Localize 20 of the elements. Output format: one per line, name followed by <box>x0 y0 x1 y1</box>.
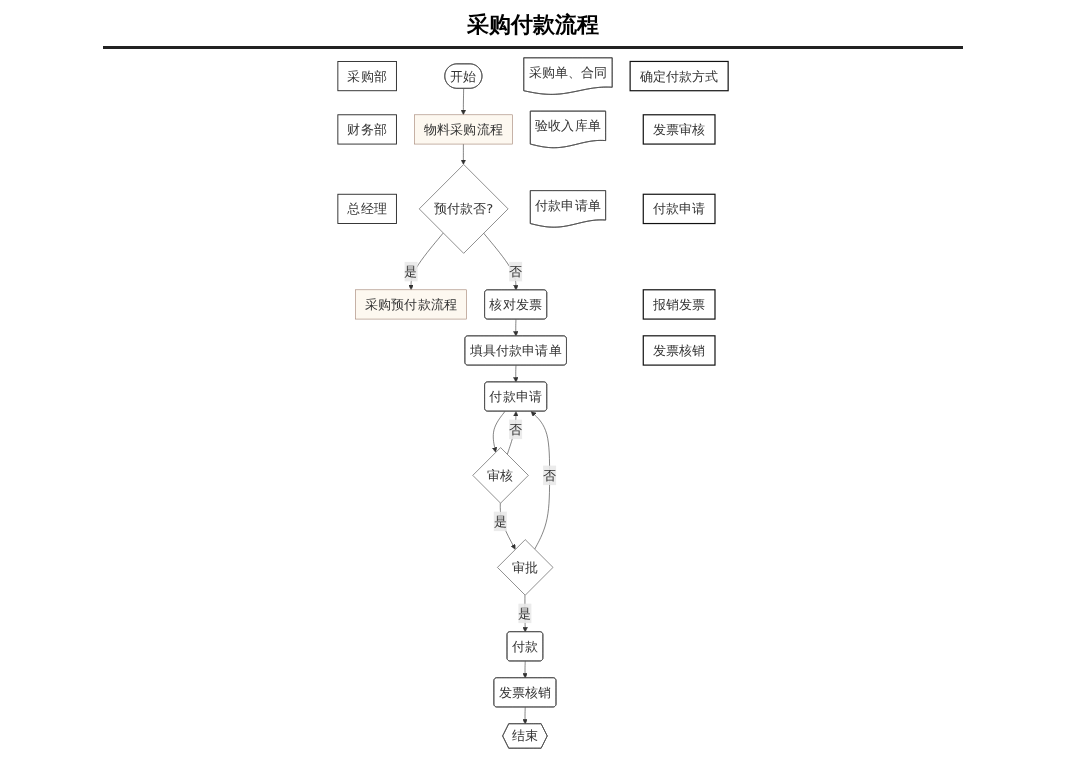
node-box: 财务部 <box>337 114 397 145</box>
edge-label: 是 <box>404 264 418 280</box>
node-diamond: 审核 <box>472 447 529 504</box>
node-box: 确定付款方式 <box>629 60 729 92</box>
node-box: 发票审核 <box>642 114 716 145</box>
node-diamond: 审批 <box>497 539 554 596</box>
node-box: 物料采购流程 <box>414 114 513 145</box>
node-box: 采购预付款流程 <box>355 289 467 320</box>
node-diamond: 预付款否? <box>418 164 509 254</box>
node-box: 付款申请 <box>642 193 716 225</box>
diagram-title: 采购付款流程 <box>103 10 963 49</box>
node-box: 发票核销 <box>642 335 716 366</box>
edge-label: 是 <box>518 605 532 621</box>
edge-label: 否 <box>543 467 557 483</box>
node-box: 采购部 <box>337 61 397 92</box>
edge-label: 是 <box>493 513 507 529</box>
edge-label: 否 <box>509 264 523 280</box>
node-box: 总经理 <box>337 193 397 224</box>
edge-label: 否 <box>509 421 523 437</box>
node-box: 报销发票 <box>642 289 716 320</box>
